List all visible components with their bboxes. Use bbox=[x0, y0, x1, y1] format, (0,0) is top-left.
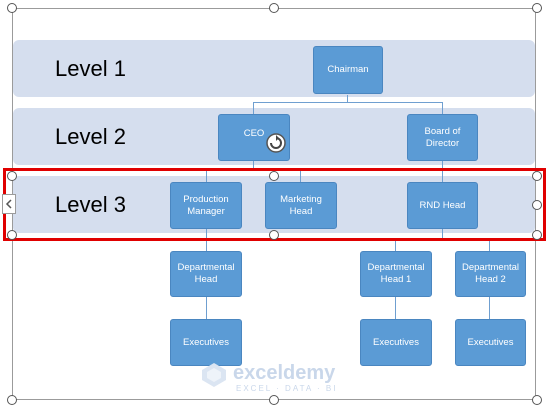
connector bbox=[489, 239, 490, 251]
resize-handle[interactable] bbox=[269, 171, 279, 181]
board-of-director-node[interactable]: Board of Director bbox=[407, 114, 478, 161]
resize-handle[interactable] bbox=[532, 230, 542, 240]
executives-node[interactable]: Executives bbox=[170, 319, 242, 366]
resize-handle[interactable] bbox=[269, 230, 279, 240]
connector bbox=[253, 102, 443, 103]
connector bbox=[206, 297, 207, 319]
exceldemy-logo-icon bbox=[200, 362, 228, 388]
resize-handle[interactable] bbox=[7, 395, 17, 405]
connector bbox=[395, 297, 396, 319]
resize-handle[interactable] bbox=[532, 171, 542, 181]
connector bbox=[206, 168, 207, 182]
executives-node[interactable]: Executives bbox=[455, 319, 526, 366]
resize-handle[interactable] bbox=[7, 171, 17, 181]
rotate-handle-icon[interactable] bbox=[265, 132, 287, 154]
connector bbox=[395, 239, 396, 251]
chairman-node[interactable]: Chairman bbox=[313, 46, 383, 94]
resize-handle[interactable] bbox=[269, 3, 279, 13]
connector bbox=[253, 161, 254, 169]
collapse-arrow-icon[interactable] bbox=[2, 194, 16, 214]
connector bbox=[253, 102, 254, 114]
connector bbox=[489, 297, 490, 319]
connector bbox=[347, 95, 348, 103]
executives-node[interactable]: Executives bbox=[360, 319, 432, 366]
departmental-head-node[interactable]: Departmental Head bbox=[170, 251, 242, 297]
watermark-brand: exceldemy bbox=[233, 362, 336, 384]
connector bbox=[442, 229, 443, 240]
watermark-tagline: EXCEL · DATA · BI bbox=[236, 384, 338, 393]
level-2-label: Level 2 bbox=[55, 124, 126, 149]
connector bbox=[300, 168, 301, 182]
resize-handle[interactable] bbox=[532, 200, 542, 210]
resize-handle[interactable] bbox=[7, 3, 17, 13]
departmental-head-2-node[interactable]: Departmental Head 2 bbox=[455, 251, 526, 297]
marketing-head-node[interactable]: Marketing Head bbox=[265, 182, 337, 229]
production-manager-node[interactable]: Production Manager bbox=[170, 182, 242, 229]
level-1-band[interactable] bbox=[13, 40, 535, 97]
resize-handle[interactable] bbox=[269, 395, 279, 405]
rnd-head-node[interactable]: RND Head bbox=[407, 182, 478, 229]
resize-handle[interactable] bbox=[532, 395, 542, 405]
departmental-head-1-node[interactable]: Departmental Head 1 bbox=[360, 251, 432, 297]
level-1-label: Level 1 bbox=[55, 56, 126, 81]
level-3-label: Level 3 bbox=[55, 192, 126, 217]
resize-handle[interactable] bbox=[7, 230, 17, 240]
resize-handle[interactable] bbox=[532, 3, 542, 13]
connector bbox=[442, 102, 443, 114]
connector bbox=[442, 161, 443, 182]
